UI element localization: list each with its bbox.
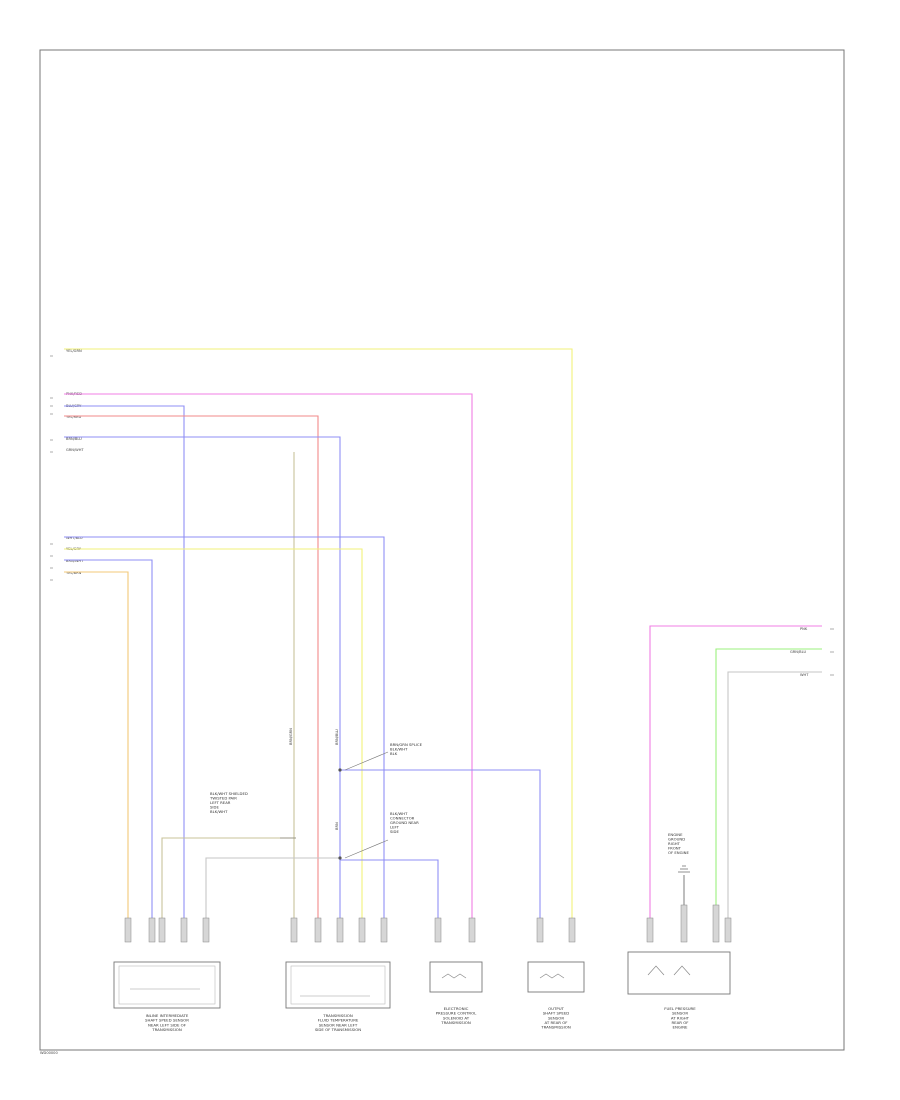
wire-label: PNK: [800, 627, 808, 631]
wire-pnk-red: [64, 393, 473, 925]
svg-text:BRN: BRN: [335, 822, 339, 830]
vertical-wire-labels: BRN/GRN BRN/BLU BRN: [289, 728, 339, 830]
wire-label: YEL/BRN: [66, 571, 82, 575]
wire-shield-b: [205, 857, 340, 925]
wire-epc-blue: [340, 859, 439, 925]
wire-label: BRN/BLU: [66, 437, 82, 441]
connector-tabs: [124, 904, 732, 943]
wires: [64, 348, 822, 925]
left-wire-labels: YEL/GRN PNK/RED BLU/GRY YEL/RED BRN/BLU …: [66, 349, 84, 575]
wire-grn-blu-right: [715, 648, 822, 925]
wire-label: WHT: [800, 673, 809, 677]
wire-brn-wht: [64, 559, 153, 925]
wire-yel-red: [64, 415, 319, 925]
annotation-leaders: [280, 751, 389, 859]
wire-label: BRN/WHT: [66, 559, 84, 563]
diagram-frame: [39, 49, 845, 1051]
wire-brn-blu: [64, 436, 341, 925]
right-connector-pins: [830, 628, 834, 676]
wire-label: YEL/GRN: [66, 349, 82, 353]
svg-text:BRN/BLU: BRN/BLU: [335, 729, 339, 745]
wire-blu-gry: [64, 405, 185, 925]
wire-yel-gry: [64, 548, 363, 925]
wire-wht-right: [727, 671, 822, 925]
wire-yel-grn: [64, 348, 573, 925]
wire-wht-blu: [64, 536, 385, 925]
wire-label: YEL/RED: [66, 415, 81, 419]
splice-points: [338, 768, 342, 860]
wire-yel-brn: [64, 571, 129, 925]
wire-label: GRN/WHT: [66, 448, 84, 452]
wire-splice-blue: [340, 769, 541, 925]
wire-label: WHT/BLU: [66, 536, 83, 540]
svg-text:BRN/GRN: BRN/GRN: [289, 728, 293, 745]
right-wire-labels: PNK GRN/BLU WHT: [790, 627, 809, 677]
footer-code: WD00000: [40, 1051, 58, 1055]
wire-pnk-right: [649, 625, 822, 925]
ground-symbol: [678, 865, 690, 873]
wire-shield-a: [161, 837, 296, 925]
left-connector-pins: [50, 355, 53, 581]
wire-label: GRN/BLU: [790, 650, 806, 654]
